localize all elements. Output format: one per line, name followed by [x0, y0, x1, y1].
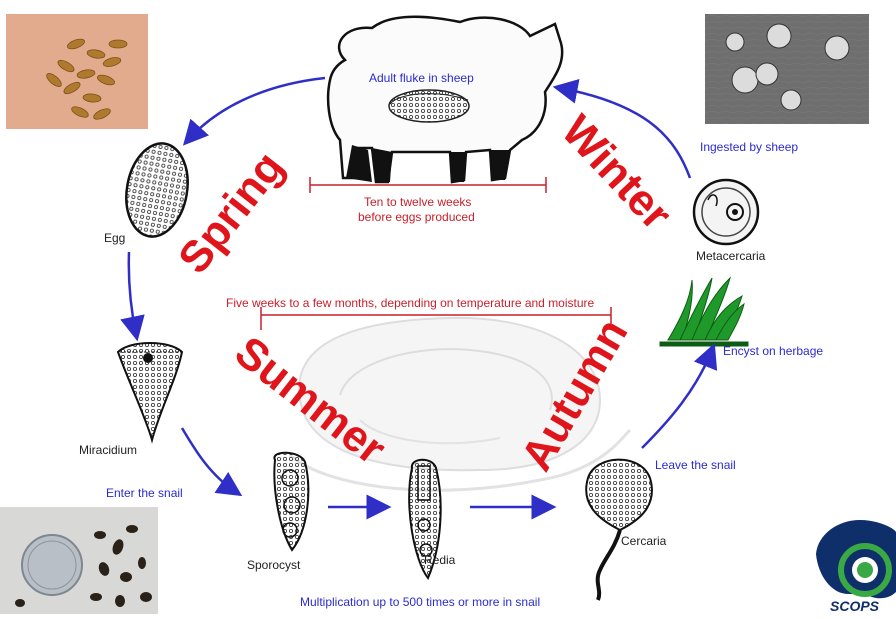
- label-ingested: Ingested by sheep: [700, 140, 798, 154]
- arrow-cercaria-to-grass: [642, 350, 712, 448]
- label-cercaria: Cercaria: [621, 534, 666, 548]
- label-adult-fluke: Adult fluke in sheep: [369, 71, 474, 85]
- label-enter-snail: Enter the snail: [106, 486, 183, 500]
- grass-drawing: [660, 278, 748, 346]
- label-multiplication: Multiplication up to 500 times or more i…: [300, 595, 540, 609]
- snail-coin-photo-image: [0, 507, 158, 614]
- label-miracidium: Miracidium: [79, 443, 137, 457]
- label-leave-snail: Leave the snail: [655, 458, 736, 472]
- timeline-top: [310, 177, 546, 193]
- snail-coin-photo: [0, 507, 158, 614]
- sheep-illustration: [328, 17, 562, 182]
- label-ten-weeks-line1: Ten to twelve weeks: [364, 195, 471, 209]
- arrow-miracidium-to-snail: [182, 428, 236, 492]
- scops-logo: SCOPS: [808, 514, 896, 614]
- sporocyst-drawing: [274, 453, 308, 550]
- metacercaria-photo-image: [705, 14, 869, 124]
- label-five-weeks: Five weeks to a few months, depending on…: [226, 296, 594, 310]
- label-metacercaria: Metacercaria: [696, 249, 765, 263]
- egg-photo-image: [6, 14, 148, 129]
- egg-drawing: [119, 139, 194, 242]
- label-egg: Egg: [104, 231, 125, 245]
- cercaria-drawing: [586, 460, 652, 600]
- arrow-sheep-to-egg: [188, 78, 325, 140]
- egg-photo: [6, 14, 148, 129]
- label-redia: Redia: [424, 553, 455, 567]
- scops-brand-text: SCOPS: [830, 598, 879, 614]
- label-ten-weeks-line2: before eggs produced: [358, 210, 475, 224]
- miracidium-drawing: [118, 343, 182, 440]
- label-encyst: Encyst on herbage: [723, 344, 823, 358]
- label-sporocyst: Sporocyst: [247, 558, 300, 572]
- metacercaria-photo: [705, 14, 869, 124]
- arrow-egg-to-miracidium: [129, 252, 136, 334]
- metacercaria-drawing: [694, 180, 758, 244]
